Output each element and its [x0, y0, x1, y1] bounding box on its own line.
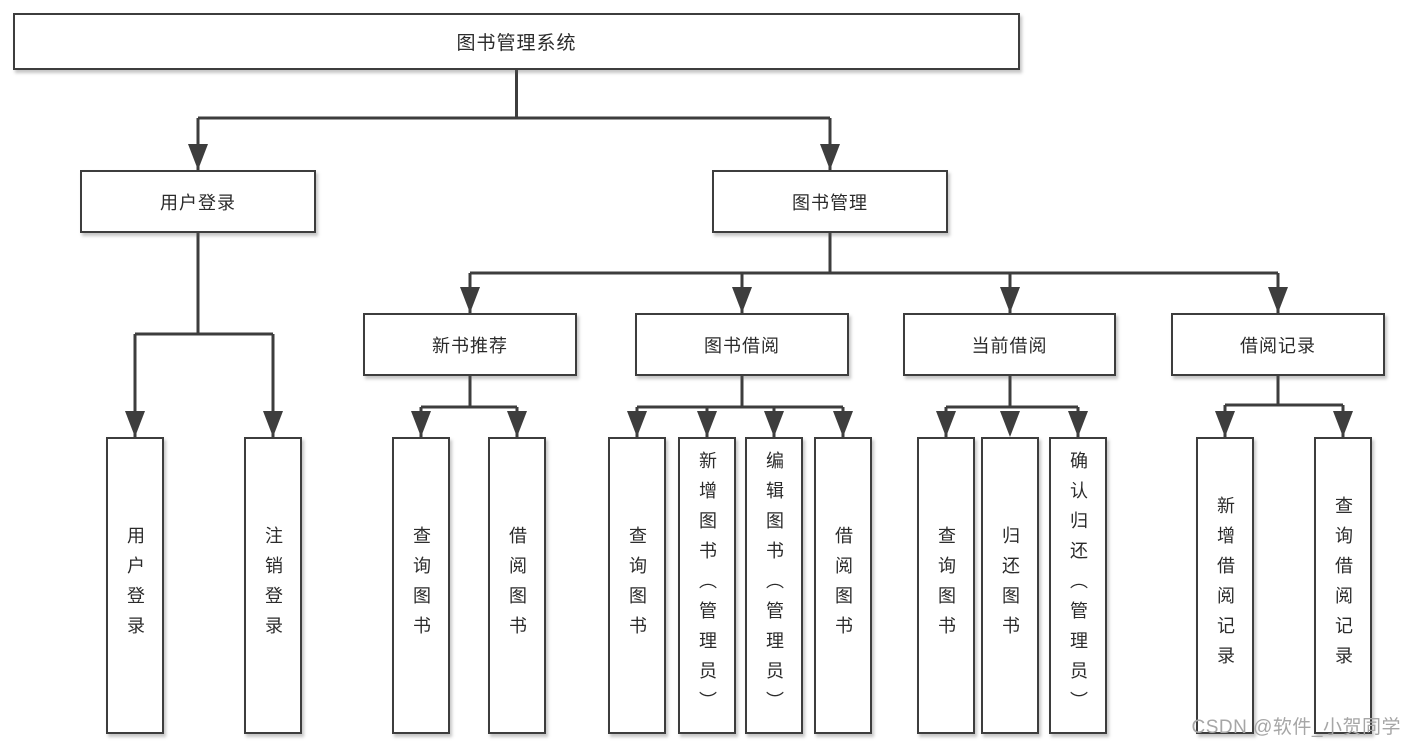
leaf-edit-books-admin: 编辑图书（管理员） [745, 437, 803, 734]
leaf-return-books: 归还图书 [981, 437, 1039, 734]
node-book-management: 图书管理 [712, 170, 948, 233]
leaf-edit-books-admin-label: 编辑图书（管理员） [764, 450, 784, 721]
leaf-add-borrow-record: 新增借阅记录 [1196, 437, 1254, 734]
node-current-borrowing: 当前借阅 [903, 313, 1116, 376]
leaf-query-books-recommend-label: 查询图书 [411, 525, 431, 646]
node-user-login: 用户登录 [80, 170, 316, 233]
node-book-borrowing: 图书借阅 [635, 313, 849, 376]
node-new-book-recommendation: 新书推荐 [363, 313, 577, 376]
leaf-query-borrow-record: 查询借阅记录 [1314, 437, 1372, 734]
leaf-query-borrow-record-label: 查询借阅记录 [1333, 495, 1353, 676]
leaf-user-login-label: 用户登录 [125, 525, 145, 646]
leaf-query-books-current: 查询图书 [917, 437, 975, 734]
leaf-borrow-books-recommend-label: 借阅图书 [507, 525, 527, 646]
leaf-return-books-label: 归还图书 [1000, 525, 1020, 646]
leaf-borrow-books-borrowing-label: 借阅图书 [833, 525, 853, 646]
leaf-query-books-recommend: 查询图书 [392, 437, 450, 734]
node-borrowing-records: 借阅记录 [1171, 313, 1385, 376]
leaf-borrow-books-recommend: 借阅图书 [488, 437, 546, 734]
leaf-confirm-return-admin-label: 确认归还（管理员） [1068, 450, 1088, 721]
leaf-logout-login-label: 注销登录 [263, 525, 283, 646]
leaf-query-books-borrowing: 查询图书 [608, 437, 666, 734]
node-root-system: 图书管理系统 [13, 13, 1020, 70]
leaf-query-books-borrowing-label: 查询图书 [627, 525, 647, 646]
leaf-borrow-books-borrowing: 借阅图书 [814, 437, 872, 734]
leaf-add-borrow-record-label: 新增借阅记录 [1215, 495, 1235, 676]
leaf-add-books-admin-label: 新增图书（管理员） [697, 450, 717, 721]
leaf-confirm-return-admin: 确认归还（管理员） [1049, 437, 1107, 734]
leaf-user-login: 用户登录 [106, 437, 164, 734]
leaf-add-books-admin: 新增图书（管理员） [678, 437, 736, 734]
leaf-query-books-current-label: 查询图书 [936, 525, 956, 646]
leaf-logout-login: 注销登录 [244, 437, 302, 734]
